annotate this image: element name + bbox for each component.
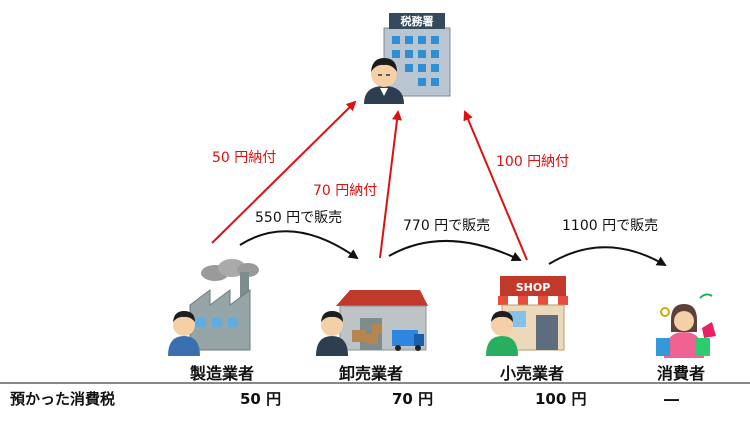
warehouse-icon [336, 290, 428, 351]
tax-value-manufacturer: 50 円 [240, 390, 282, 408]
manufacturer-worker-icon [168, 311, 200, 356]
tax-value-retailer: 100 円 [535, 390, 587, 408]
payment-arrow-wholesaler [379, 110, 402, 259]
wholesaler-worker-icon [316, 311, 348, 356]
sale-arrow-manufacturer-to-wholesaler [239, 230, 359, 260]
shop-sign: SHOP [516, 281, 551, 294]
tax-row-label: 預かった消費税 [10, 390, 116, 408]
tax-value-wholesaler: 70 円 [392, 390, 434, 408]
actor-name-retailer: 小売業者 [500, 364, 565, 383]
factory-icon [189, 259, 259, 351]
sale-arrow-retailer-to-consumer [548, 246, 667, 267]
tax-office-sign: 税務署 [401, 14, 434, 28]
actor-name-wholesaler: 卸売業者 [339, 364, 404, 383]
sale-arrow-wholesaler-to-retailer [388, 240, 522, 262]
actor-name-consumer: 消費者 [657, 364, 706, 383]
payment-label-manufacturer: 50 円納付 [212, 150, 277, 166]
tax-officer-icon [364, 58, 404, 104]
payment-arrow-manufacturer [211, 100, 357, 244]
actor-name-manufacturer: 製造業者 [190, 364, 255, 383]
payment-label-retailer: 100 円納付 [496, 154, 570, 170]
payment-arrow-retailer [463, 110, 528, 261]
tax-value-consumer: ― [664, 390, 679, 408]
retailer-worker-icon [486, 311, 518, 356]
payment-label-wholesaler: 70 円納付 [313, 183, 378, 199]
sale-label-retailer: 1100 円で販売 [562, 218, 659, 234]
sale-label-manufacturer: 550 円で販売 [255, 210, 343, 226]
tax-office-building-icon: 税務署 [383, 13, 451, 97]
consumer-shopper-icon [656, 293, 716, 358]
sale-label-wholesaler: 770 円で販売 [403, 218, 491, 234]
